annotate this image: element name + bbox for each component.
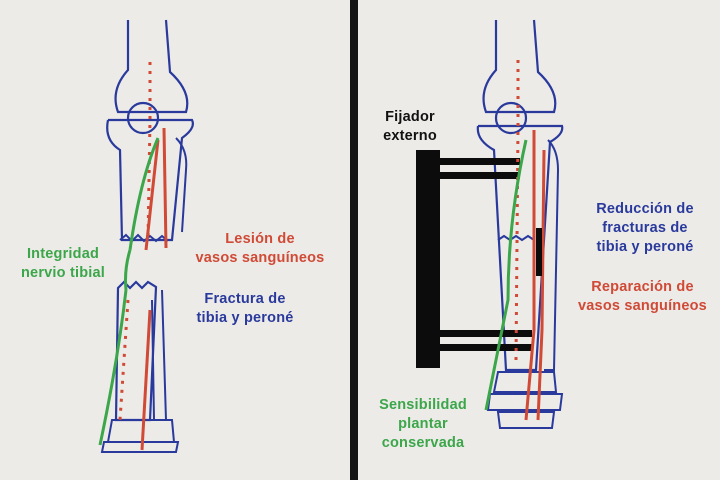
panel-divider	[350, 0, 358, 480]
patella	[126, 101, 160, 135]
fibula	[544, 139, 560, 371]
nerve-bridge	[124, 249, 132, 291]
fixator-pin	[440, 344, 532, 351]
vessel-secondary	[536, 149, 546, 421]
panel-injury: Integridad nervio tibial Lesión de vasos…	[0, 0, 350, 480]
vessel-upper	[162, 127, 168, 249]
fixator-pin	[440, 172, 520, 179]
fracture-line-reduced	[497, 234, 535, 242]
nerve-lower	[98, 289, 128, 446]
fixator-pin	[440, 330, 532, 337]
nerve-integrity-label: Integridad nervio tibial	[21, 246, 105, 281]
fibula-proximal	[175, 137, 188, 233]
patella	[494, 101, 528, 135]
panel-repair: Fijador externo Reducción de fracturas d…	[358, 0, 720, 480]
vessel-dotted-lower	[118, 299, 130, 421]
vessel-repair-label: Reparación de vasos sanguíneos	[578, 279, 707, 314]
tibia	[476, 124, 564, 372]
femur	[114, 19, 189, 114]
plantar-sensation-label: Sensibilidad plantar conservada	[379, 397, 467, 451]
fracture-label: Fractura de tibia y peroné	[196, 291, 294, 326]
vessel-lower	[140, 309, 152, 451]
fixator-pin	[440, 158, 520, 165]
leg-injury-drawing	[98, 19, 194, 453]
nerve-upper	[128, 137, 160, 251]
fracture-line-upper	[119, 233, 169, 243]
tibia-proximal	[106, 118, 194, 242]
fixator-label: Fijador externo	[383, 109, 437, 144]
leg-repair-drawing	[416, 19, 564, 429]
foot-bones	[100, 419, 180, 453]
femur	[482, 19, 557, 114]
nerve	[484, 139, 528, 411]
vessel-dotted	[514, 60, 520, 361]
reduction-label: Reducción de fracturas de tibia y peroné	[596, 201, 694, 255]
vessel-main	[524, 130, 536, 421]
vessel-dotted-upper	[146, 62, 152, 241]
fixator-bar	[416, 150, 440, 368]
vessel-upper-2	[144, 139, 160, 251]
vessel-injury-label: Lesión de vasos sanguíneos	[195, 231, 325, 266]
reduction-mark	[536, 228, 542, 276]
